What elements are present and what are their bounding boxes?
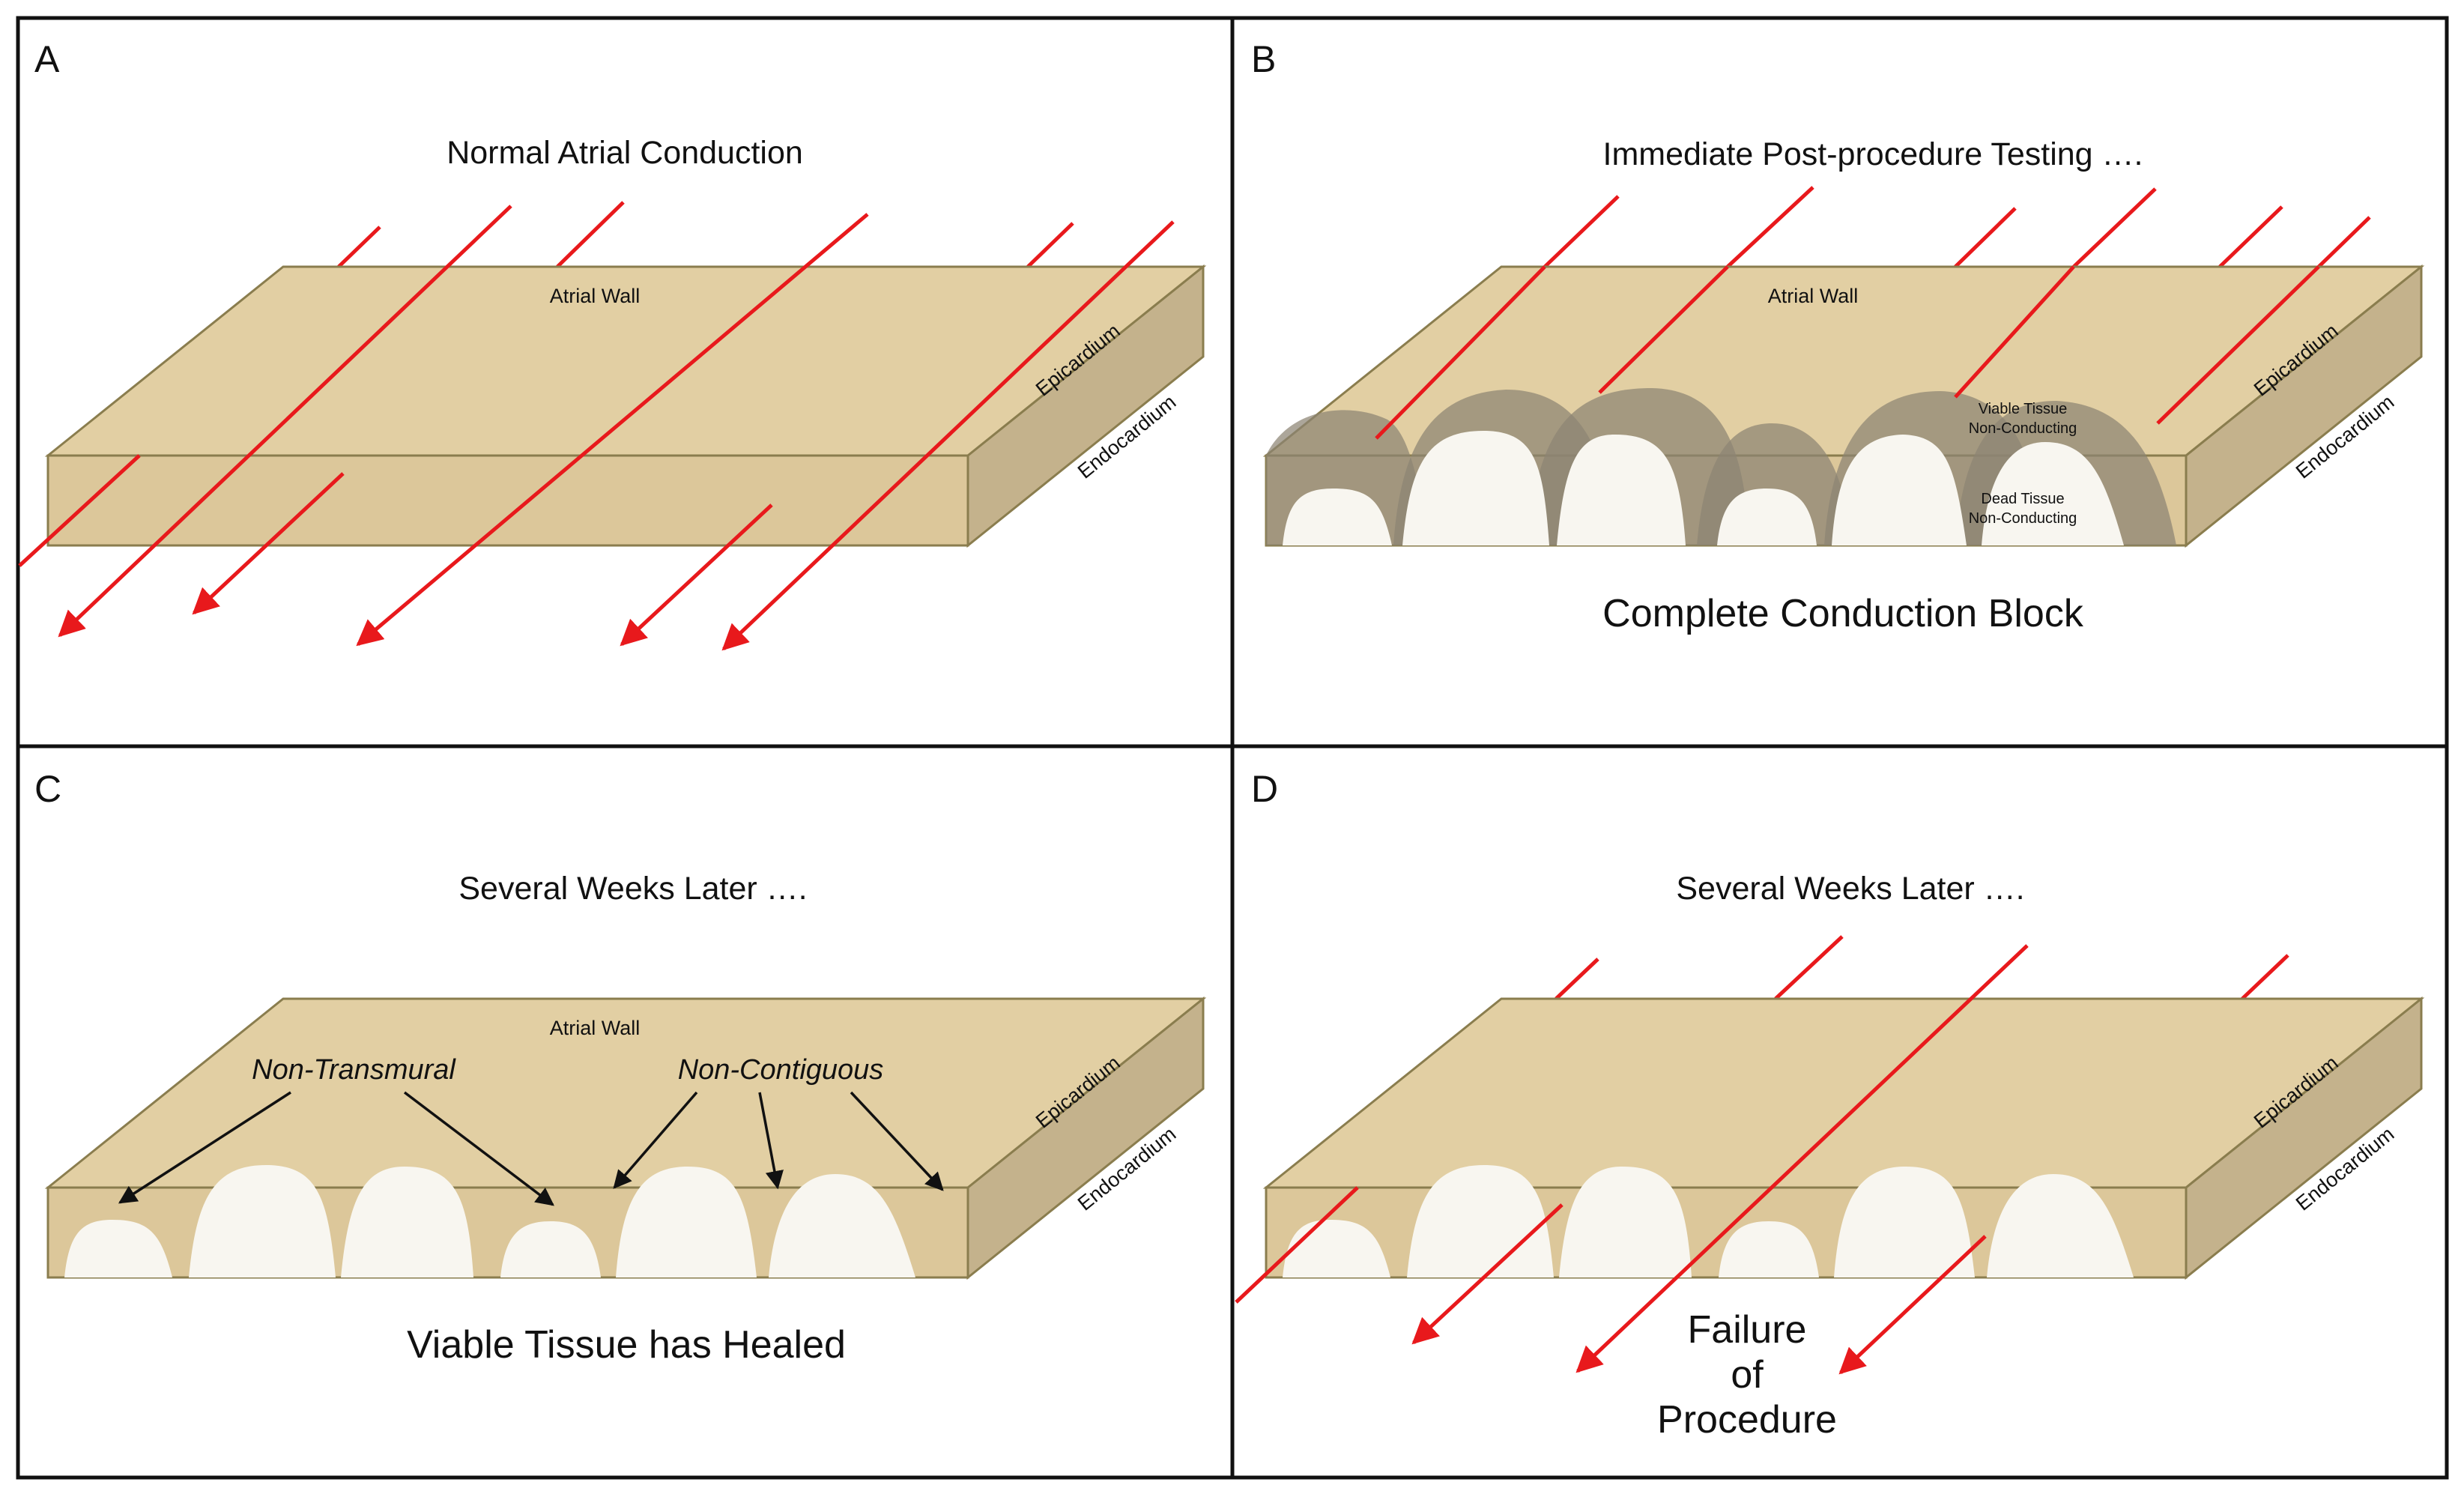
panel-a-wall-label: Atrial Wall [550,285,641,307]
blocked-arrow [1598,265,1729,394]
panel-c: C Several Weeks Later …. Atrial Wall Epi… [34,768,1207,1367]
panel-b-dead-tissue-lesions [1283,431,2124,545]
panel-c-wall-label: Atrial Wall [550,1017,641,1039]
panel-b-viable-label-line2: Non-Conducting [1969,420,2077,437]
panel-c-letter: C [34,768,61,810]
conduction-arrow [620,503,773,647]
panel-d-caption-line2: of [1731,1353,1764,1397]
panel-d-conduction-arrows-back [1555,935,2289,1000]
panel-c-title: Several Weeks Later …. [458,871,807,907]
panel-d: D Several Weeks Later …. Epicardium Endo… [1235,768,2425,1442]
panel-d-title: Several Weeks Later …. [1676,871,2024,907]
conduction-arrow [192,472,345,615]
blocked-arrow [1375,265,1546,440]
panel-b-dead-label-line2: Non-Conducting [1969,510,2077,527]
panel-b-caption: Complete Conduction Block [1602,592,2084,635]
panel-a-tissue-slab [44,264,1207,548]
panel-c-caption: Viable Tissue has Healed [407,1323,846,1367]
panel-b-title: Immediate Post-procedure Testing …. [1603,136,2143,172]
conduction-arrow [58,205,512,638]
panel-b-conduction-arrows-back [1543,186,2371,268]
panel-d-caption-line1: Failure [1688,1308,1807,1352]
panel-b: B Immediate Post-procedure Testing …. [1251,38,2425,635]
panel-c-non-contiguous-label: Non-Contiguous [678,1054,884,1086]
pointer-arrow [613,1091,698,1189]
pointer-arrow [850,1091,944,1191]
panel-a-conduction-arrows [18,205,1175,651]
panel-a-title: Normal Atrial Conduction [447,135,803,171]
panel-b-dead-label-line1: Dead Tissue [1981,491,2064,507]
conduction-arrow [1838,1235,1987,1375]
panel-b-wall-label: Atrial Wall [1768,285,1859,307]
conduction-arrow [1411,1203,1564,1345]
conduction-arrow [721,220,1175,651]
panel-c-pointer-arrows [118,1091,944,1206]
panel-d-slab-side [2185,996,2423,1280]
panel-b-blocked-conduction-arrows [1375,265,2320,440]
blocked-arrow [1954,265,2075,399]
panel-d-caption-line3: Procedure [1657,1398,1837,1442]
panel-c-non-transmural-label: Non-Transmural [252,1054,456,1086]
pointer-arrow [403,1091,554,1206]
panel-d-conduction-arrows [1235,944,2029,1375]
panel-a-letter: A [34,38,60,80]
panel-c-healed-lesions [64,1165,915,1277]
conduction-arrow [356,213,869,647]
panel-b-letter: B [1251,38,1276,80]
pointer-arrow [118,1091,291,1204]
panel-d-letter: D [1251,768,1278,810]
panel-a-slab-front [46,454,969,547]
panel-b-viable-label-line1: Viable Tissue [1979,401,2068,417]
conduction-arrow [1235,1186,1359,1304]
blocked-arrow [2156,265,2320,425]
panel-b-slab-side [2185,264,2423,548]
panel-c-slab-side [966,996,1205,1280]
panel-a-conduction-arrows-back [337,201,1074,268]
pointer-arrow [758,1092,784,1190]
panel-a-slab-side [966,264,1205,548]
conduction-arrow [18,454,141,567]
panel-a: A Normal Atrial Conduction Atrial Wall E… [18,38,1207,651]
conduction-arrow [1575,944,2029,1373]
